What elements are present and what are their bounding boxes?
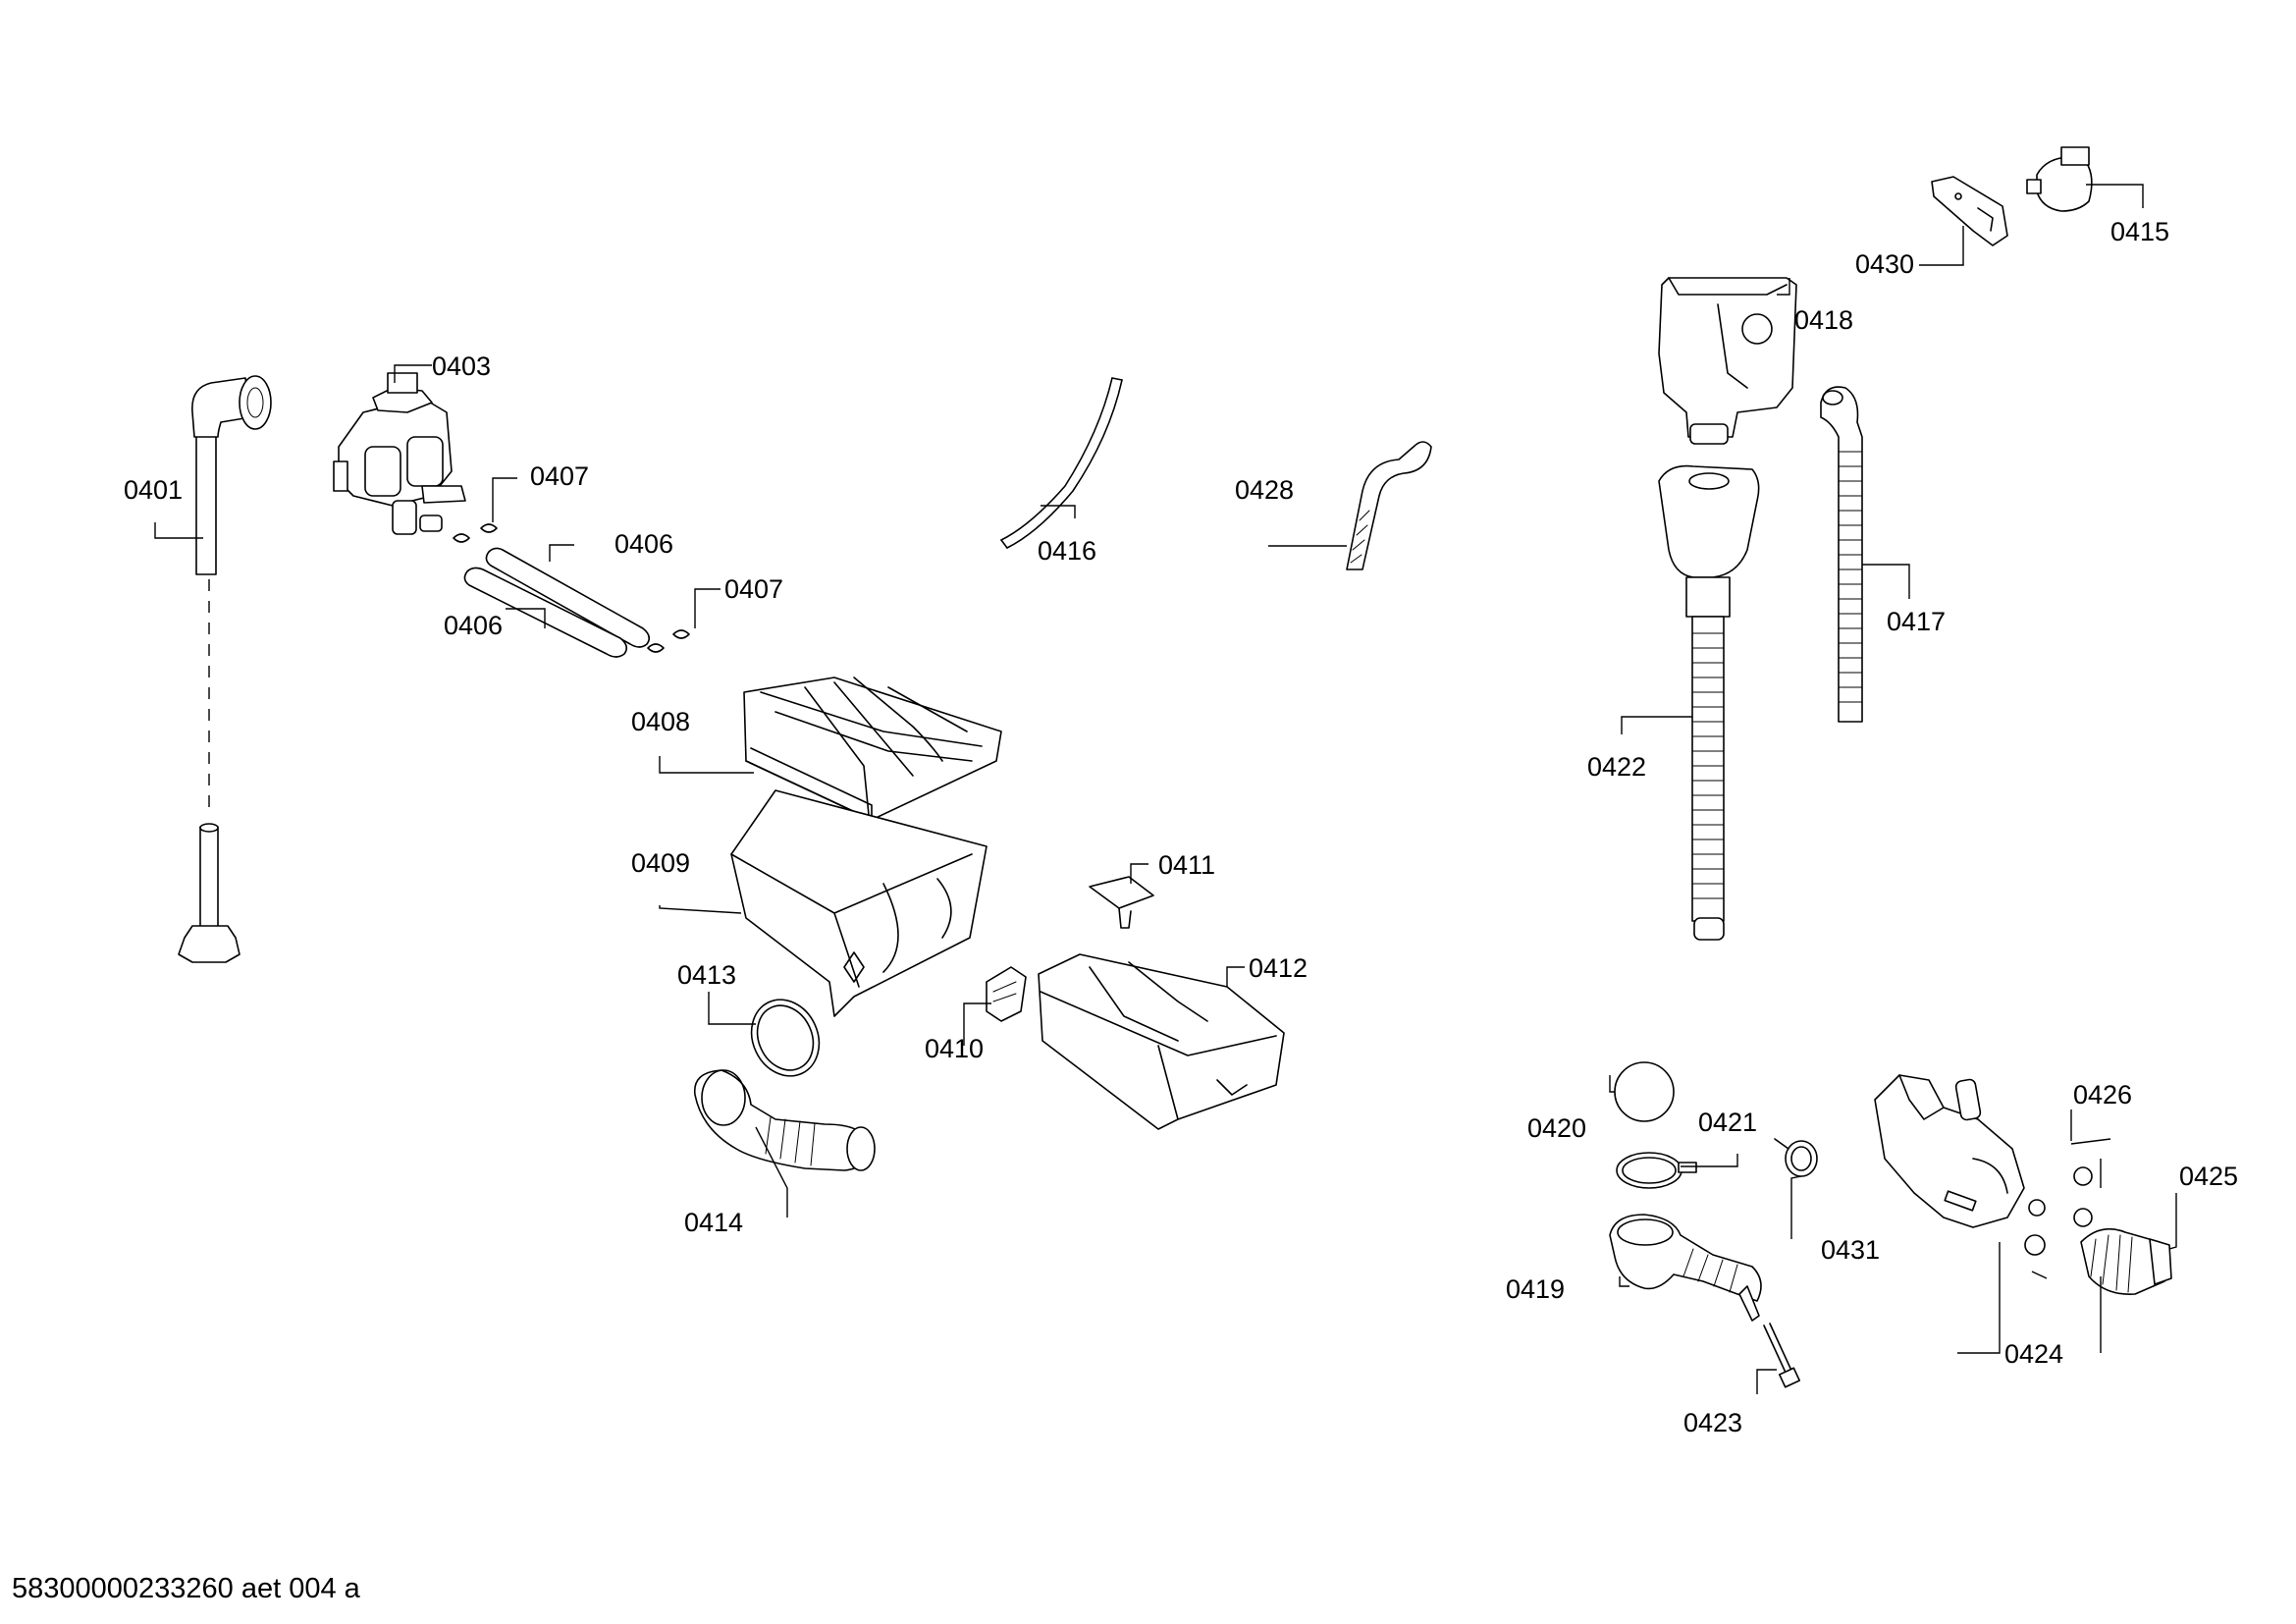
document-id: 58300000233260 aet 004 a <box>12 1573 361 1604</box>
callout-0422: 0422 <box>1587 752 1646 782</box>
callout-0407-bottom: 0407 <box>724 574 783 604</box>
part-0415-pressure-switch <box>2026 146 2093 212</box>
callout-0423: 0423 <box>1683 1408 1742 1437</box>
callout-0417: 0417 <box>1887 607 1946 636</box>
part-0418-air-trap <box>1658 277 1797 445</box>
part-0416-thin-hose <box>1000 377 1123 549</box>
part-0431-hose-clip <box>1774 1138 1818 1177</box>
callout-0416: 0416 <box>1038 536 1096 566</box>
callout-0409: 0409 <box>631 848 690 878</box>
callout-0406-top: 0406 <box>614 529 673 559</box>
part-0412-dispenser-drawer <box>1038 953 1285 1130</box>
part-0414-bellows-hose <box>693 1069 876 1171</box>
part-0407-clips-bottom <box>647 629 690 653</box>
part-0410-latch <box>986 966 1027 1022</box>
callout-0426: 0426 <box>2073 1080 2132 1110</box>
part-0411-insert <box>1089 876 1154 929</box>
callout-0408: 0408 <box>631 707 690 736</box>
callout-0414: 0414 <box>684 1208 743 1237</box>
callout-0411: 0411 <box>1158 850 1215 880</box>
callout-0430: 0430 <box>1855 249 1914 279</box>
leader-lines <box>154 184 2177 1394</box>
callout-0401: 0401 <box>124 475 183 505</box>
callout-0406-bottom: 0406 <box>444 611 503 640</box>
callout-0418: 0418 <box>1794 305 1853 335</box>
callout-0420: 0420 <box>1527 1113 1586 1143</box>
callout-labels: 0401 0403 0407 0406 0406 0407 0408 0409 … <box>124 217 2238 1437</box>
part-0422-filter-hose <box>1658 464 1760 941</box>
part-0420-o-ring <box>1614 1061 1675 1122</box>
part-0407-clips-top <box>453 523 498 543</box>
part-0428-curved-hose <box>1346 441 1432 570</box>
callout-0421: 0421 <box>1698 1108 1757 1137</box>
callout-0412: 0412 <box>1249 953 1308 983</box>
callout-0413: 0413 <box>677 960 736 990</box>
callout-0425: 0425 <box>2179 1162 2238 1191</box>
part-0417-corrugated-hose <box>1820 386 1863 723</box>
part-0409-dispenser-housing <box>730 789 988 1017</box>
callout-0431: 0431 <box>1821 1235 1880 1265</box>
callout-0415: 0415 <box>2110 217 2169 246</box>
part-0401-inlet-pipe <box>178 375 272 963</box>
part-0408-dispenser-cover <box>743 677 1002 821</box>
callout-0403: 0403 <box>432 352 491 381</box>
callout-0419: 0419 <box>1506 1274 1565 1304</box>
part-0406-hose-lower <box>463 567 628 658</box>
callout-0407-top: 0407 <box>530 461 589 491</box>
part-0419-sump-hose <box>1609 1214 1762 1322</box>
callout-0428: 0428 <box>1235 475 1294 505</box>
callout-0424: 0424 <box>2004 1339 2063 1369</box>
callout-0410: 0410 <box>925 1034 984 1063</box>
part-0406-hose-upper <box>485 547 651 648</box>
part-0423-screw <box>1763 1323 1801 1388</box>
part-0426-dash-guides <box>2031 1138 2111 1279</box>
part-0421-clamp <box>1616 1152 1697 1189</box>
part-0413-ring-seal <box>750 999 821 1077</box>
part-0403-solenoid-valve <box>333 372 466 535</box>
part-0430-bracket <box>1931 176 2008 246</box>
part-0424-drain-pump <box>1874 1074 2093 1256</box>
part-0425-pump-filter <box>2080 1227 2172 1295</box>
